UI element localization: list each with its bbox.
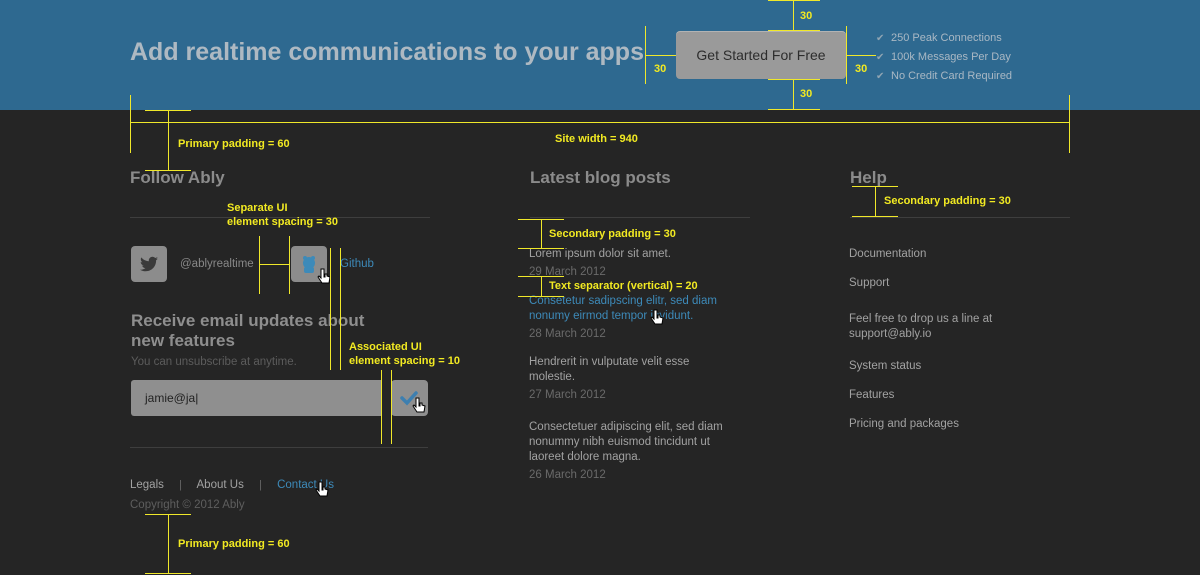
hand-cursor-icon	[315, 481, 329, 504]
blog-post[interactable]: Consectetuer adipiscing elit, sed diam n…	[529, 421, 723, 481]
divider	[130, 217, 430, 218]
text-separator-label: Text separator (vertical) = 20	[549, 280, 698, 292]
help-link-pricing[interactable]: Pricing and packages	[849, 418, 959, 430]
separator: |	[259, 479, 262, 491]
email-input[interactable]: jamie@ja|	[131, 380, 381, 416]
hand-cursor-icon	[650, 309, 664, 332]
blog-post[interactable]: Lorem ipsum dolor sit amet. 29 March 201…	[529, 248, 671, 278]
get-started-button[interactable]: Get Started For Free	[676, 31, 846, 79]
blog-heading: Latest blog posts	[530, 168, 671, 187]
help-link-documentation[interactable]: Documentation	[849, 248, 927, 260]
site-width-marker	[130, 122, 1070, 123]
legals-link[interactable]: Legals	[130, 479, 164, 491]
about-link[interactable]: About Us	[196, 479, 244, 491]
divider	[530, 217, 750, 218]
banner-title: Add realtime communications to your apps	[130, 38, 644, 66]
site-width-marker	[130, 95, 131, 153]
help-link-status[interactable]: System status	[849, 360, 922, 372]
divider	[850, 217, 1070, 218]
spacing-marker	[768, 30, 820, 31]
cta-spacing-right: 30	[855, 63, 868, 75]
spacing-marker	[793, 79, 794, 110]
help-link-support[interactable]: Support	[849, 277, 890, 289]
padding-marker	[145, 573, 191, 574]
cta-spacing-top: 30	[800, 10, 813, 22]
separator: |	[179, 479, 182, 491]
copyright: Copyright © 2012 Ably	[130, 499, 245, 511]
newsletter-heading: Receive email updates about new features	[131, 311, 365, 350]
hand-cursor-icon	[317, 268, 331, 291]
benefits-list: ✔250 Peak Connections ✔100k Messages Per…	[876, 29, 1012, 86]
spacing-marker	[381, 370, 382, 444]
spacing-marker	[330, 248, 331, 370]
padding-marker	[875, 186, 876, 216]
blog-post[interactable]: Consetetur sadipscing elitr, sed diam no…	[529, 295, 717, 340]
help-contact-note: Feel free to drop us a line at support@a…	[849, 313, 993, 340]
help-heading: Help	[850, 168, 887, 187]
hand-cursor-icon	[412, 397, 426, 420]
spacing-marker	[768, 109, 820, 110]
separate-spacing-label: Separate UI element spacing = 30	[227, 202, 338, 228]
separator-marker	[541, 276, 542, 296]
spacing-marker	[340, 248, 341, 370]
padding-marker	[518, 248, 564, 249]
check-icon: ✔	[876, 33, 885, 44]
padding-marker	[541, 219, 542, 249]
help-link-features[interactable]: Features	[849, 389, 895, 401]
benefit-item: ✔100k Messages Per Day	[876, 48, 1012, 67]
padding-marker	[852, 216, 898, 217]
secondary-padding-label: Secondary padding = 30	[549, 228, 676, 240]
spacing-marker	[259, 264, 290, 265]
check-icon: ✔	[876, 52, 885, 63]
cta-spacing-bottom: 30	[800, 88, 813, 100]
twitter-icon	[140, 256, 158, 272]
benefit-item: ✔250 Peak Connections	[876, 29, 1012, 48]
benefit-item: ✔No Credit Card Required	[876, 67, 1012, 86]
primary-padding-label: Primary padding = 60	[178, 538, 290, 550]
signup-banner	[0, 0, 1200, 110]
cta-spacing-left: 30	[654, 63, 667, 75]
spacing-marker	[259, 236, 260, 294]
secondary-padding-label: Secondary padding = 30	[884, 195, 1011, 207]
spacing-marker	[645, 55, 676, 56]
padding-marker	[145, 170, 191, 171]
spacing-marker	[846, 55, 876, 56]
follow-heading: Follow Ably	[130, 168, 225, 187]
blog-post[interactable]: Hendrerit in vulputate velit esse molest…	[529, 356, 690, 401]
github-icon	[303, 256, 315, 273]
padding-marker	[168, 110, 169, 170]
spacing-marker	[793, 0, 794, 31]
divider	[130, 447, 428, 448]
site-width-marker	[1069, 95, 1070, 153]
footer-links: Legals | About Us | Contact Us	[130, 478, 334, 493]
primary-padding-label: Primary padding = 60	[178, 138, 290, 150]
site-width-label: Site width = 940	[555, 133, 638, 145]
newsletter-subtext: You can unsubscribe at anytime.	[131, 356, 297, 368]
spacing-marker	[768, 79, 820, 80]
padding-marker	[168, 514, 169, 574]
twitter-button[interactable]	[131, 246, 167, 282]
github-link[interactable]: Github	[340, 258, 374, 270]
checkmark-icon	[400, 391, 418, 406]
spacing-marker	[768, 0, 820, 1]
spacing-marker	[391, 370, 392, 444]
spacing-marker	[289, 236, 290, 294]
twitter-handle[interactable]: @ablyrealtime	[180, 258, 254, 270]
check-icon: ✔	[876, 71, 885, 82]
separator-marker	[518, 296, 564, 297]
associated-spacing-label: Associated UI element spacing = 10	[349, 341, 460, 367]
